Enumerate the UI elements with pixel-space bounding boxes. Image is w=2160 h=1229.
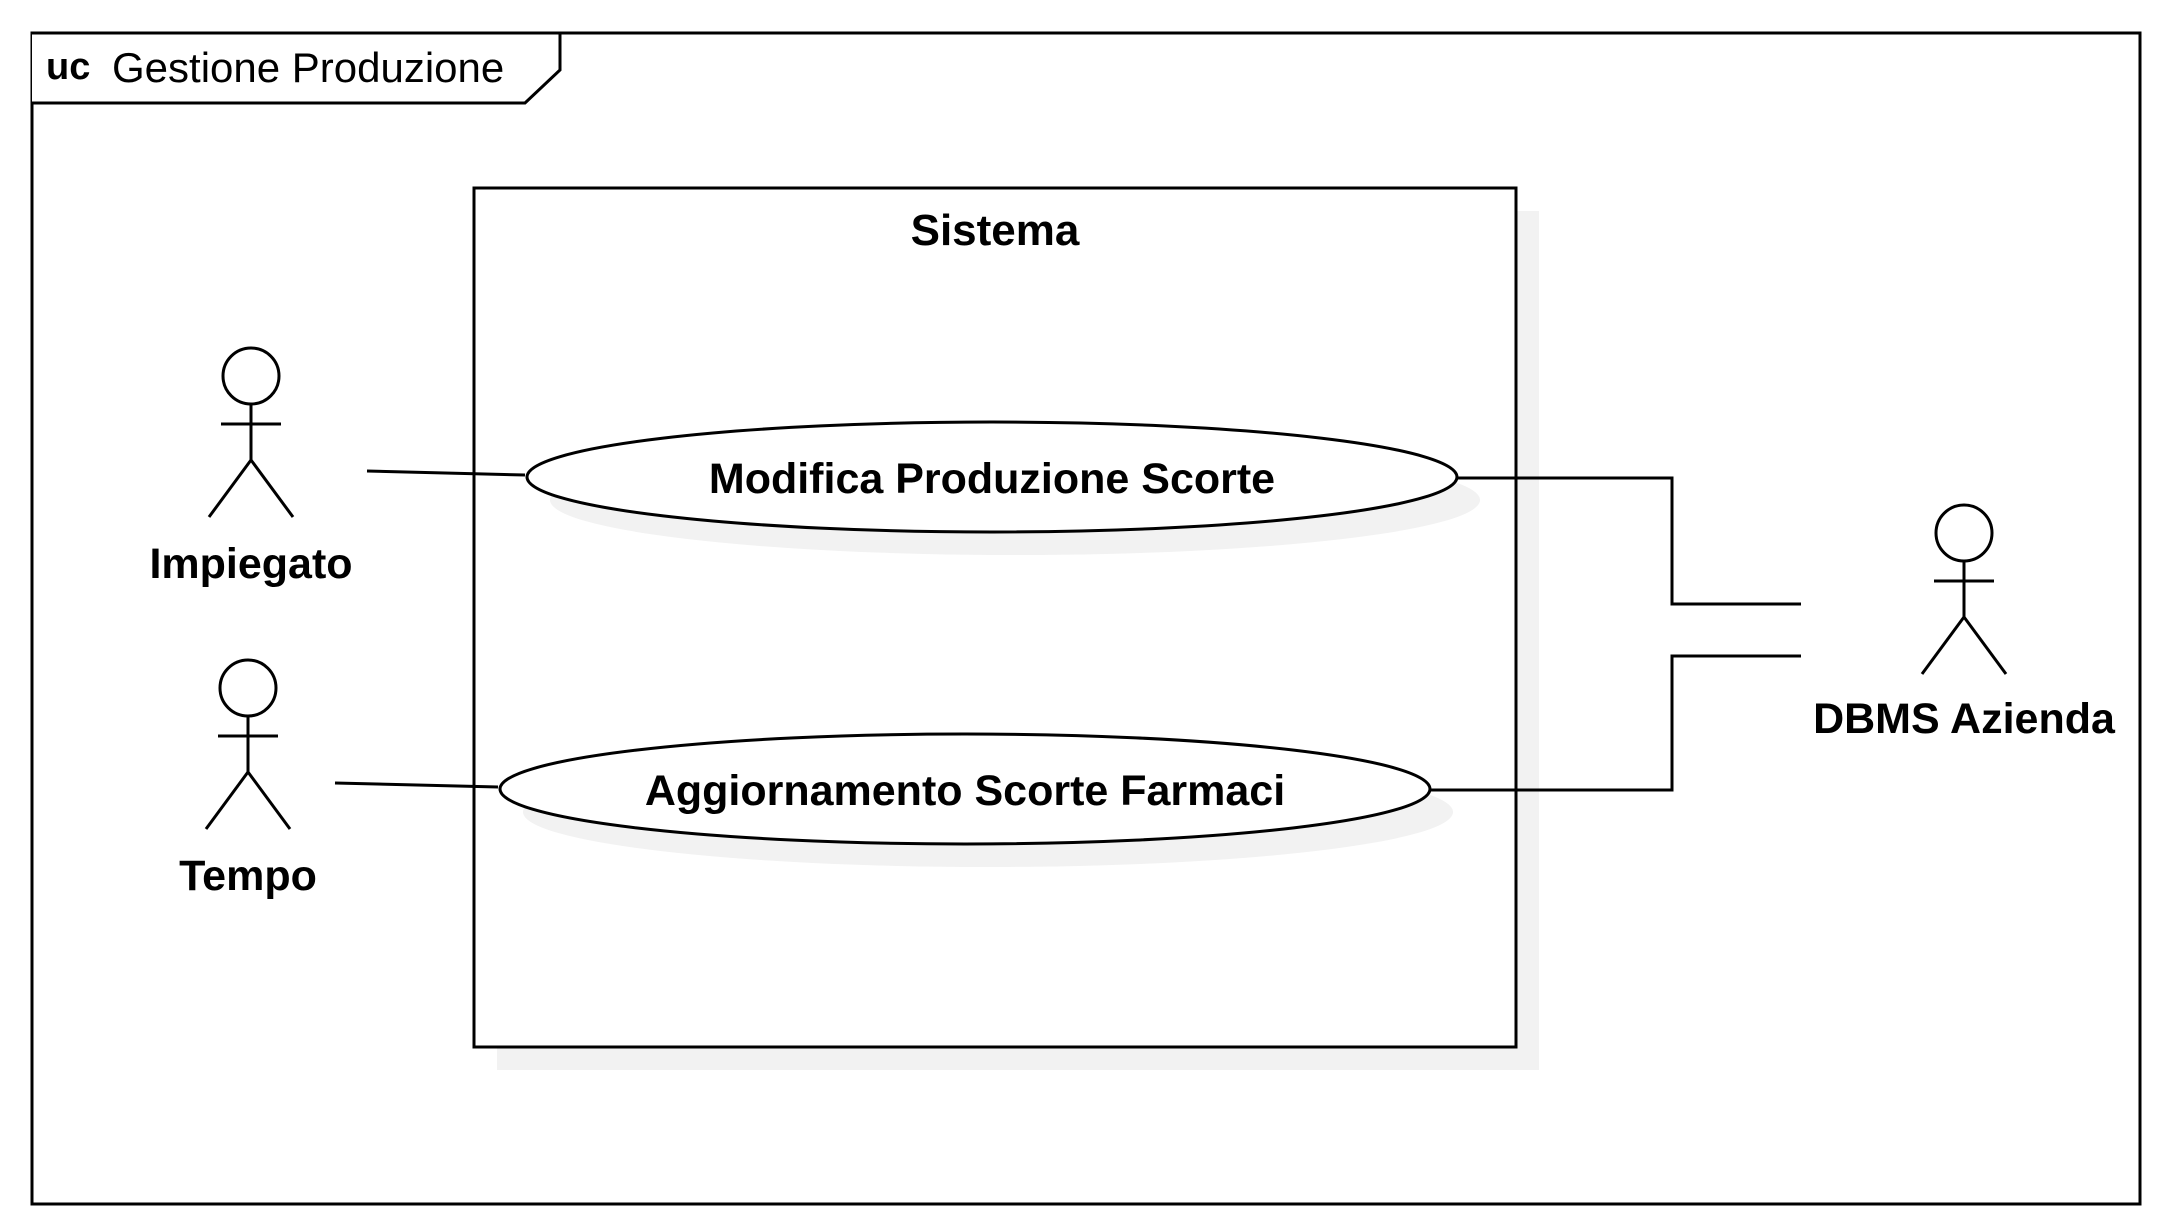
- associations: [334, 469, 1801, 792]
- actor-dbms-azienda: DBMS Azienda: [1813, 503, 2116, 743]
- frame-keyword: uc: [46, 46, 90, 88]
- stick-figure-icon: [1920, 503, 2008, 675]
- association-modifica-dbms: [1458, 476, 1801, 606]
- frame-title: Gestione Produzione: [112, 44, 504, 91]
- stick-figure-icon: [204, 658, 292, 830]
- use-case-ellipse: [498, 732, 1432, 846]
- association-impiegato-modifica: [366, 469, 526, 477]
- use-case-aggiornamento-scorte-farmaci: Aggiornamento Scorte Farmaci: [498, 732, 1453, 867]
- use-case-label: Aggiornamento Scorte Farmaci: [645, 767, 1285, 815]
- actor-tempo: Tempo: [179, 658, 317, 900]
- system-boundary-box: [472, 186, 1518, 1049]
- association-tempo-aggiornamento: [334, 781, 499, 789]
- use-case-label: Modifica Produzione Scorte: [709, 455, 1275, 503]
- actor-impiegato: Impiegato: [149, 346, 353, 588]
- actor-label: Tempo: [179, 852, 317, 900]
- system-label: Sistema: [911, 206, 1080, 255]
- system-boundary: Sistema: [472, 186, 1539, 1070]
- actor-label: DBMS Azienda: [1813, 695, 2116, 743]
- use-case-modifica-produzione-scorte: Modifica Produzione Scorte: [525, 420, 1480, 555]
- actor-label: Impiegato: [149, 540, 352, 588]
- stick-figure-icon: [207, 346, 295, 518]
- frame-tab: [32, 31, 562, 105]
- use-case-ellipse: [525, 420, 1459, 534]
- association-aggiornamento-dbms: [1430, 654, 1801, 792]
